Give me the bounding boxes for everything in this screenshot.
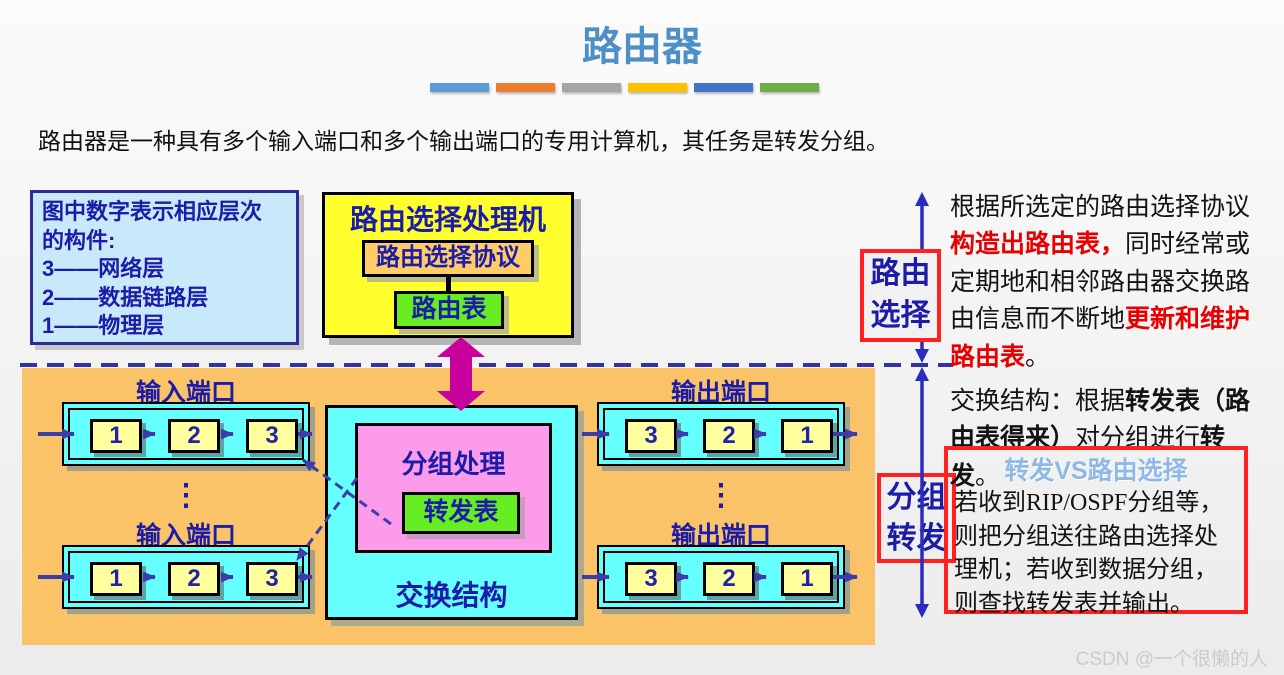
input-port-box: 1 2 3 xyxy=(62,402,310,466)
intro-text: 路由器是一种具有多个输入端口和多个输出端口的专用计算机，其任务是转发分组。 xyxy=(38,129,889,154)
input-port-box: 1 2 3 xyxy=(62,545,310,609)
output-port-box: 3 2 1 xyxy=(597,402,845,466)
layer-module: 3 xyxy=(246,419,298,453)
legend-line: 1——物理层 xyxy=(42,313,165,339)
layer-module: 2 xyxy=(168,419,220,453)
watermark: CSDN @一个很懒的人 xyxy=(1075,649,1268,670)
divider-bar xyxy=(496,83,555,92)
title-divider xyxy=(430,83,819,92)
ellipsis: ⋮ xyxy=(171,479,201,512)
legend-line: 2——数据链路层 xyxy=(42,284,209,310)
packet-processing-box: 分组处理 转发表 xyxy=(355,423,552,553)
legend-box: 图中数字表示相应层次 的构件: 3——网络层 2——数据链路层 1——物理层 xyxy=(30,190,299,345)
layer-module: 3 xyxy=(625,562,677,596)
route-selection-line: 选择 xyxy=(870,299,931,332)
packet-forwarding-label: 分组 转发 xyxy=(877,473,956,563)
divider-bar xyxy=(430,83,489,92)
layer-module: 1 xyxy=(90,562,142,596)
layer-module: 2 xyxy=(703,419,755,453)
divider-bar xyxy=(562,83,621,92)
page-title: 路由器 xyxy=(582,25,702,69)
vs-box: 转发VS路由选择 若收到RIP/OSPF分组等，则把分组送往路由选择处理机；若收… xyxy=(944,446,1248,617)
divider-bar xyxy=(694,83,753,92)
ellipsis: ⋮ xyxy=(706,479,736,512)
packet-forwarding-line: 转发 xyxy=(886,522,947,555)
routing-protocol-box: 路由选择协议 xyxy=(362,240,534,277)
forwarding-table-box: 转发表 xyxy=(402,492,520,534)
vs-box-title: 转发VS路由选择 xyxy=(1004,457,1188,485)
routing-processor-title: 路由选择处理机 xyxy=(349,204,546,235)
connector-line xyxy=(446,277,451,291)
packet-forwarding-line: 分组 xyxy=(886,481,947,514)
layer-module: 1 xyxy=(781,562,833,596)
switching-fabric-box: 分组处理 转发表 交换结构 xyxy=(325,405,578,620)
layer-module: 1 xyxy=(90,419,142,453)
layer-module: 3 xyxy=(246,562,298,596)
legend-line: 3——网络层 xyxy=(42,256,165,282)
routing-processor-box: 路由选择处理机 路由选择协议 路由表 xyxy=(322,192,574,338)
route-selection-line: 路由 xyxy=(870,257,931,290)
layer-module: 1 xyxy=(781,419,833,453)
route-selection-description: 根据所选定的路由选择协议构造出路由表，同时经常或定期地和相邻路由器交换路由信息而… xyxy=(950,194,1251,371)
layer-module: 2 xyxy=(168,562,220,596)
layer-module: 3 xyxy=(625,419,677,453)
vs-box-body: 若收到RIP/OSPF分组等，则把分组送往路由选择处理机；若收到数据分组，则查找… xyxy=(954,490,1224,617)
route-selection-label: 路由 选择 xyxy=(860,249,941,342)
divider-bar xyxy=(628,83,687,92)
divider-bar xyxy=(760,83,819,92)
legend-line: 的构件: xyxy=(42,227,116,253)
layer-module: 2 xyxy=(703,562,755,596)
packet-processing-label: 分组处理 xyxy=(401,449,506,479)
output-port-box: 3 2 1 xyxy=(597,545,845,609)
routing-table-box: 路由表 xyxy=(394,291,504,329)
legend-line: 图中数字表示相应层次 xyxy=(42,199,263,224)
switching-fabric-label: 交换结构 xyxy=(395,580,508,611)
